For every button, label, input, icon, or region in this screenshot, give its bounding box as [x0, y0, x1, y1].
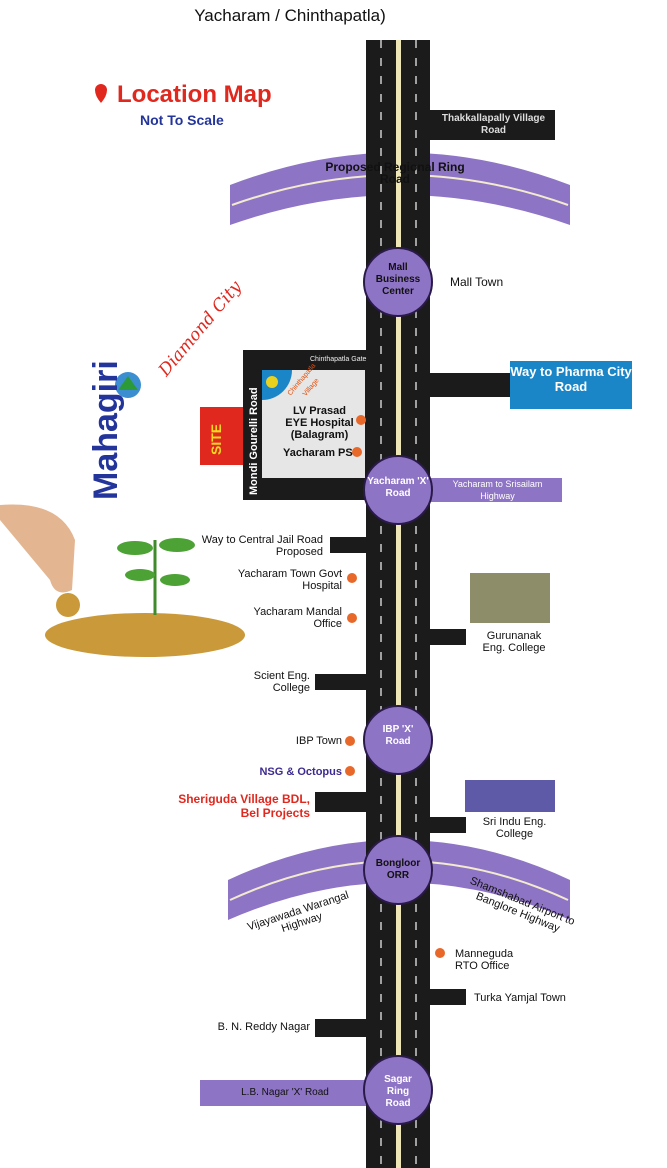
srisailam-label: Yacharam to Srisailam Highway [452, 479, 543, 501]
regional-ring-label: Proposed Regional Ring Road [325, 160, 465, 186]
pharma-city-sign: Way to Pharma City Road [510, 361, 632, 409]
thakkallapally-label: Thakkallapally Village Road [441, 113, 546, 136]
nsg-label: NSG & Octopus [259, 766, 342, 778]
gurunanak-label: Gurunanak Eng. College [482, 630, 546, 654]
sri-indu-photo [465, 780, 555, 812]
site-label: SITE [208, 423, 224, 455]
yacharam-ps-label: Yacharam PS [283, 447, 353, 459]
manneguda-label: Manneguda RTO Office [455, 948, 514, 972]
gurunanak-photo [470, 573, 550, 623]
central-jail-label: Way to Central Jail Road Proposed [201, 534, 323, 558]
junction-bongloor [363, 835, 433, 905]
junction-mall-label: Mall Business Center [375, 262, 421, 297]
scient-label: Scient Eng. College [253, 670, 310, 694]
sri-indu-label: Sri Indu Eng. College [482, 816, 547, 840]
site-marker [200, 407, 243, 465]
junction-yacharam [363, 455, 433, 525]
ibp-town-label: IBP Town [295, 735, 342, 747]
junction-ibp [363, 705, 433, 775]
legend-subtitle: Not To Scale [140, 112, 224, 128]
chinthapatla-gate-label: Chinthapatla Gate [310, 356, 367, 363]
mall-town-label: Mall Town [450, 275, 504, 289]
junction-sagar [363, 1055, 433, 1125]
coins-illustration [45, 613, 245, 657]
govt-hospital-label: Yacharam Town Govt Hospital [237, 568, 342, 592]
junction-sagar-label: Sagar Ring Road [384, 1074, 412, 1109]
header-title: Yacharam / Chinthapatla) [194, 6, 386, 25]
junction-mall [363, 247, 433, 317]
junction-yacharam-label: Yacharam 'X' Road [367, 476, 429, 499]
brand-name: Mahagiri [87, 360, 125, 500]
junction-ibp-label: IBP 'X' Road [382, 724, 414, 747]
legend-title: Location Map [117, 81, 272, 108]
bn-reddy-label: B. N. Reddy Nagar [217, 1021, 310, 1033]
lv-prasad-label: LV Prasad EYE Hospital (Balagram) [285, 405, 354, 441]
sheriguda-label: Sheriguda Village BDL, Bel Projects [178, 792, 310, 820]
mondi-road-label: Mondi Gourelli Road [248, 387, 260, 495]
mandal-office-label: Yacharam Mandal Office [253, 606, 342, 630]
turka-label: Turka Yamjal Town [474, 992, 566, 1004]
junction-bongloor-label: Bongloor ORR [375, 858, 421, 881]
lb-nagar-label: L.B. Nagar 'X' Road [241, 1087, 329, 1098]
